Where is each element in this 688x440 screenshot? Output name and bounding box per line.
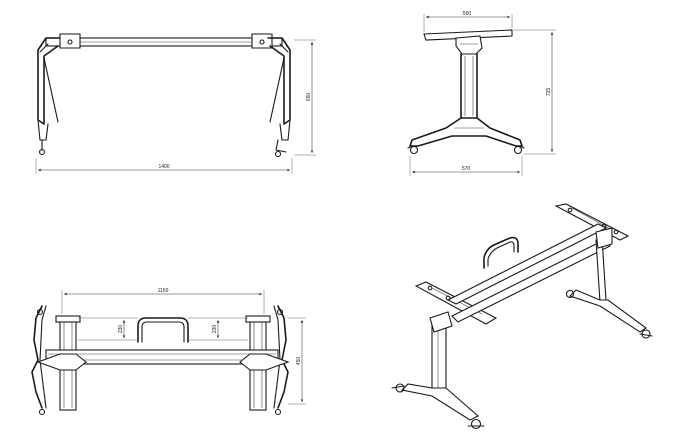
- side-view: 500 725 570: [407, 11, 556, 176]
- dim-front-height-label: 650: [306, 93, 312, 102]
- dim-side-base-width-label: 570: [462, 166, 471, 172]
- isometric-view: [391, 203, 653, 430]
- top-view: 1150 230 230 450: [31, 288, 306, 416]
- side-base: [409, 117, 523, 147]
- front-bracket-right: [251, 33, 273, 49]
- side-caster-right: [513, 145, 523, 155]
- dim-front-width-label: 1400: [158, 164, 169, 170]
- front-caster-right: [274, 150, 282, 158]
- iso-beam-top: [446, 223, 608, 305]
- dim-top-left-offset-label: 230: [118, 325, 124, 334]
- dim-side-top-width-label: 500: [463, 11, 472, 17]
- front-leg-right: [269, 45, 291, 125]
- iso-beam-lower: [451, 239, 611, 323]
- top-foot-left: [31, 305, 43, 409]
- dim-top-span-label: 1150: [158, 288, 169, 294]
- dim-top-depth-label: 450: [296, 357, 302, 366]
- front-leg-left: [37, 45, 59, 125]
- iso-base-front: [400, 383, 479, 421]
- dim-side-height-label: 725: [546, 88, 552, 97]
- top-main-beam: [45, 349, 279, 365]
- top-handle: [137, 317, 189, 343]
- side-table-top: [423, 29, 513, 41]
- side-hinge: [455, 35, 483, 55]
- dim-top-right-offset-label: 230: [212, 325, 218, 334]
- iso-base-back: [568, 289, 647, 333]
- front-caster-left: [38, 148, 46, 156]
- front-bracket-left: [59, 33, 81, 49]
- side-column: [460, 53, 478, 119]
- side-caster-left: [409, 145, 419, 155]
- front-view: 1400 650: [35, 33, 316, 174]
- iso-handle: [483, 236, 519, 269]
